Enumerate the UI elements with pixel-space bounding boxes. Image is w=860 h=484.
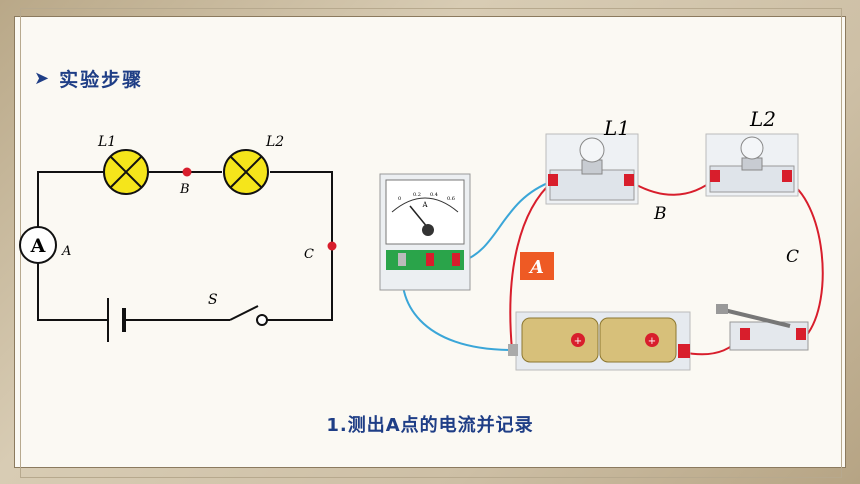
battery-pack: + + <box>508 311 691 371</box>
meter-tick-3: 0.6 <box>447 196 455 202</box>
ammeter-device <box>379 173 471 291</box>
triangle-bullet-icon: ➤ <box>34 67 50 89</box>
device-l1-label: L1 <box>603 116 630 140</box>
point-a-badge <box>520 252 554 280</box>
ammeter-letter: A <box>30 235 46 257</box>
switch-contact <box>256 314 268 326</box>
ammeter-symbol <box>19 226 57 264</box>
schematic-wires <box>37 171 333 342</box>
meter-tick-1: 0.2 <box>413 192 421 198</box>
lamp-l1-symbol <box>103 149 149 195</box>
lamp-l2-device <box>705 133 799 197</box>
meter-tick-0: 0 <box>398 196 401 202</box>
svg-text:+: + <box>574 336 582 347</box>
device-c-label: C <box>786 247 799 267</box>
schematic-c-label: C <box>304 247 314 262</box>
heading-text: 实验步骤 <box>59 68 144 91</box>
step-caption: 1.测出A点的电流并记录 <box>326 415 534 436</box>
schematic-s-label: S <box>208 292 218 308</box>
meter-tick-2: 0.4 <box>430 192 438 198</box>
schematic-l1-label: L1 <box>97 134 116 150</box>
point-a-badge-label: A <box>528 257 544 278</box>
point-b-dot <box>182 167 192 177</box>
meter-unit-label: A <box>421 201 428 209</box>
device-l2-label: L2 <box>749 107 776 131</box>
device-b-label: B <box>653 204 667 224</box>
schematic-l2-label: L2 <box>265 134 284 150</box>
switch-device <box>716 304 809 351</box>
schematic-a-label: A <box>61 244 71 259</box>
svg-text:+: + <box>648 336 656 347</box>
lamp-l2-symbol <box>223 149 269 195</box>
schematic-b-label: B <box>179 182 190 197</box>
section-heading: ➤ 实验步骤 <box>34 64 143 92</box>
lamp-l1-device <box>545 133 639 205</box>
point-c-dot <box>327 241 337 251</box>
